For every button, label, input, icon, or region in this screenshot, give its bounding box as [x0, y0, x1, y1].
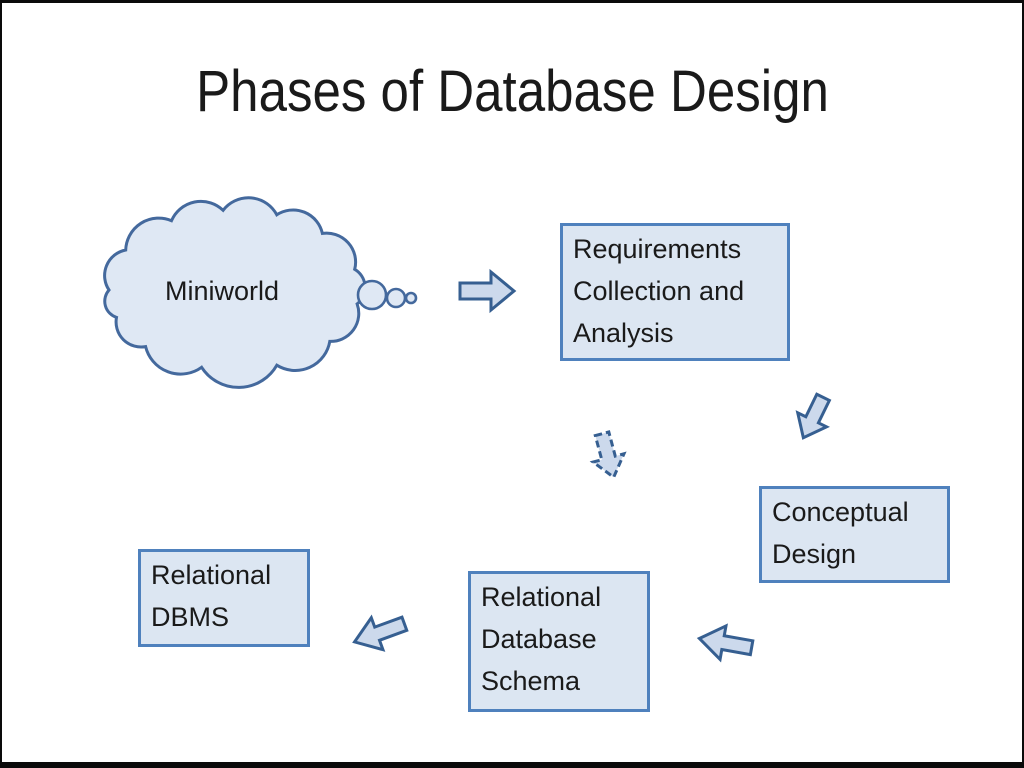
- page-title-text: Phases of Database Design: [195, 59, 829, 124]
- miniworld-label: Miniworld: [164, 276, 280, 306]
- arrow-left-conceptual-to-schema-icon: [696, 623, 755, 663]
- arrow-left-schema-to-dbms-icon: [352, 614, 409, 652]
- thought-cloud-icon: [103, 196, 418, 389]
- arrow-down-dashed-requirements-to-schema-icon: [589, 430, 627, 480]
- requirements-collection-analysis-box: Requirements Collection and Analysis: [560, 223, 790, 361]
- arrow-down-requirements-to-conceptual-icon: [795, 392, 832, 440]
- conceptual-design-box: Conceptual Design: [759, 486, 950, 583]
- relational-dbms-box: Relational DBMS: [138, 549, 310, 647]
- arrow-right-miniworld-to-requirements-icon: [458, 268, 517, 314]
- relational-database-schema-box: Relational Database Schema: [468, 571, 650, 712]
- page-title: Phases of Database Design: [2, 55, 1022, 129]
